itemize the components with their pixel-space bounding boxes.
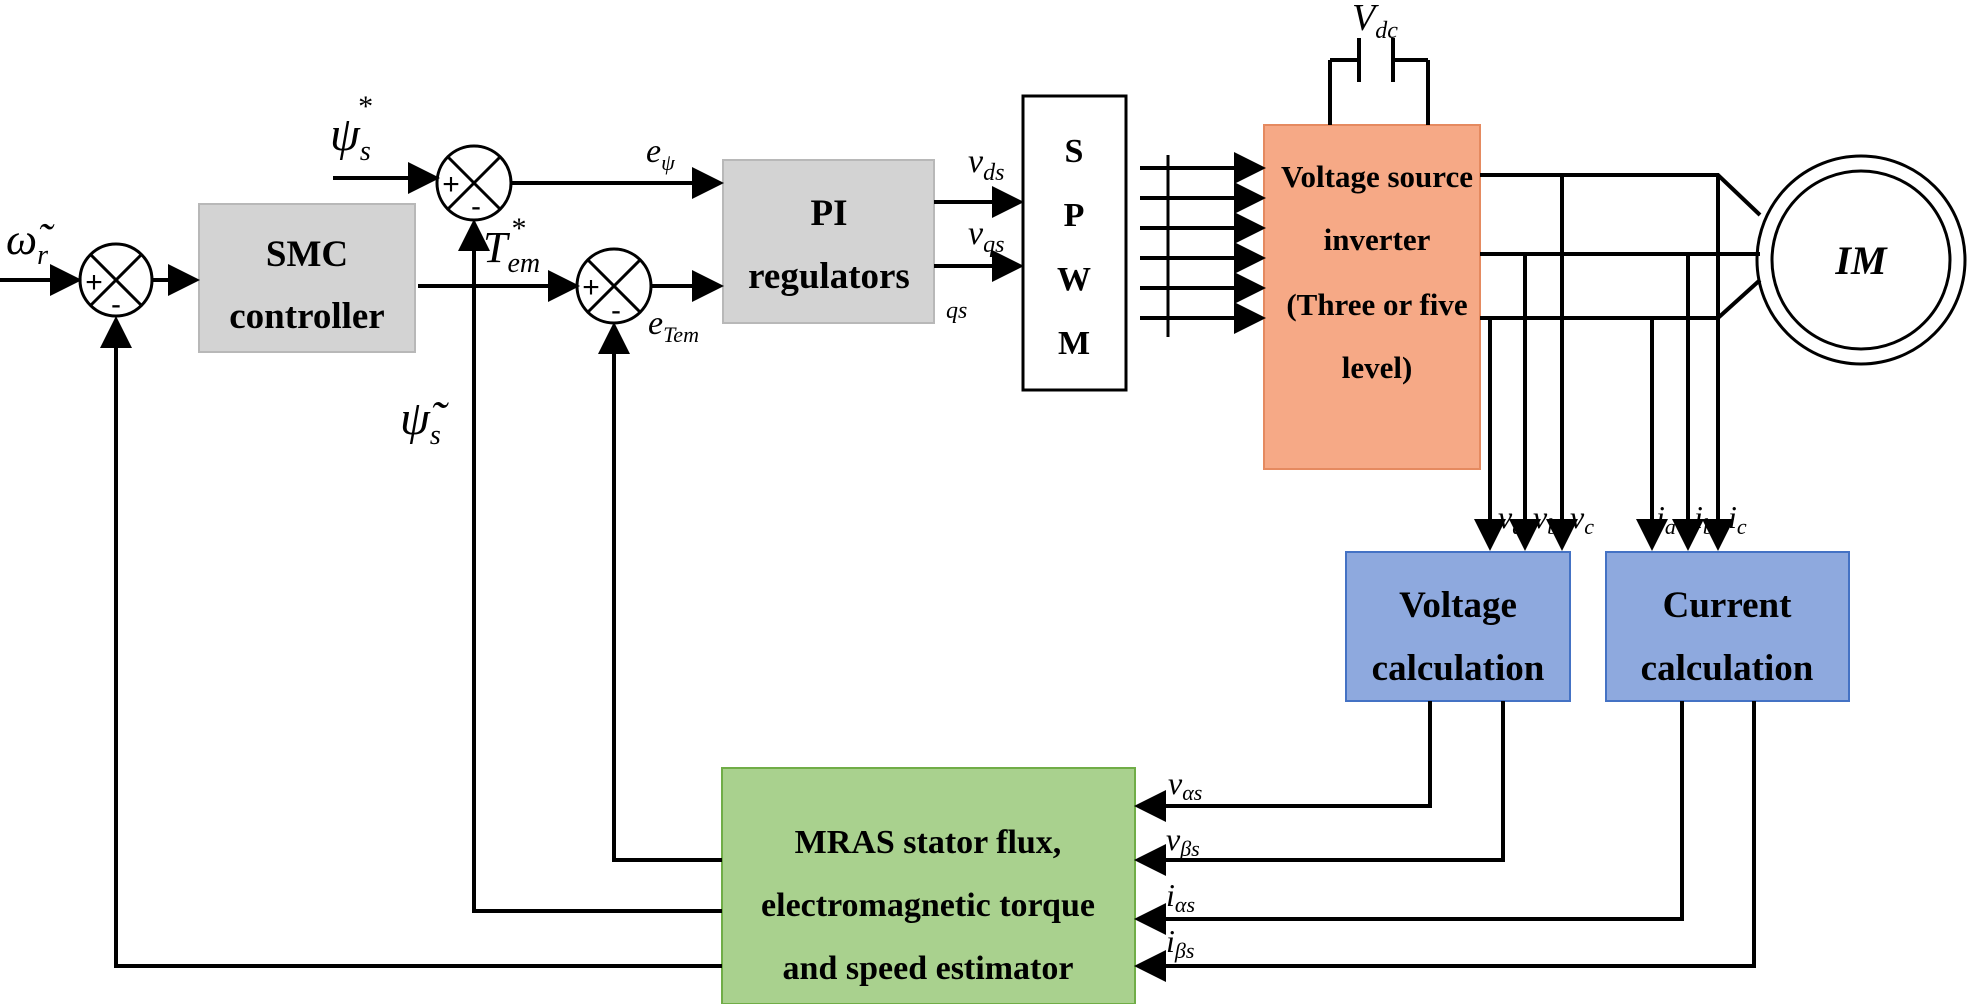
mras-estimator-block bbox=[721, 767, 1136, 1004]
inverter-label-line2: inverter bbox=[1324, 222, 1431, 257]
inverter-label-line4: level) bbox=[1342, 350, 1413, 385]
speed-reference-label: ω̃r bbox=[6, 215, 55, 271]
voltage-calc-line1: Voltage bbox=[1399, 585, 1517, 626]
current-calc-line2: calculation bbox=[1641, 648, 1814, 689]
vc-label: vc bbox=[1570, 499, 1594, 539]
vb-label: vb bbox=[1533, 499, 1558, 539]
speed-sum-plus: + bbox=[85, 266, 103, 299]
qs-label: qs bbox=[946, 298, 967, 324]
flux-sum-plus: + bbox=[442, 168, 460, 201]
flux-error-label: eψ bbox=[646, 133, 675, 175]
current-calc-line1: Current bbox=[1663, 585, 1792, 626]
current-calculation-block bbox=[1605, 551, 1850, 702]
signal-wires bbox=[0, 38, 1762, 982]
smc-controller-block bbox=[198, 203, 416, 353]
i-beta-label: iβs bbox=[1166, 923, 1194, 963]
v-alpha-label: vαs bbox=[1168, 765, 1202, 805]
induction-motor-inner-ring bbox=[1770, 169, 1952, 351]
inverter-block bbox=[1263, 124, 1481, 470]
ib-label: ib bbox=[1694, 499, 1714, 539]
ic-label: ic bbox=[1728, 499, 1747, 539]
inverter-label-line3: (Three or five bbox=[1286, 287, 1467, 322]
estimated-flux-label: ψ̃s bbox=[400, 392, 449, 451]
va-label: va bbox=[1498, 499, 1523, 539]
i-alpha-label: iαs bbox=[1166, 877, 1195, 917]
spwm-block bbox=[1021, 94, 1128, 392]
vqs-label: vqs bbox=[968, 215, 1004, 258]
pi-label-line2: regulators bbox=[748, 256, 910, 297]
voltage-calc-line2: calculation bbox=[1372, 648, 1545, 689]
estimator-line1: MRAS stator flux, bbox=[795, 824, 1062, 861]
smc-label-line2: controller bbox=[229, 296, 384, 337]
dc-link-voltage-label: Vdc bbox=[1352, 0, 1398, 44]
flux-summing-junction: + - bbox=[435, 144, 513, 223]
flux-sum-minus: - bbox=[471, 190, 481, 223]
torque-summing-junction: + - bbox=[575, 247, 653, 327]
estimator-line2: electromagnetic torque bbox=[761, 887, 1095, 924]
spwm-letter-p: P bbox=[1064, 197, 1085, 234]
spwm-letter-w: W bbox=[1057, 261, 1091, 298]
speed-summing-junction: + - bbox=[78, 242, 154, 321]
v-beta-label: vβs bbox=[1166, 821, 1200, 861]
torque-reference-label: Tem* bbox=[483, 212, 540, 279]
spwm-letter-s: S bbox=[1065, 133, 1084, 170]
vds-label: vds bbox=[968, 143, 1004, 186]
inverter-label-line1: Voltage source bbox=[1281, 159, 1473, 194]
torque-sum-minus: - bbox=[611, 294, 621, 327]
spwm-letter-m: M bbox=[1058, 325, 1090, 362]
pi-label-line1: PI bbox=[811, 193, 848, 234]
ia-label: ia bbox=[1656, 499, 1676, 539]
smc-label-line1: SMC bbox=[266, 234, 348, 275]
flux-reference-label: ψs* bbox=[330, 90, 372, 167]
speed-sum-minus: - bbox=[111, 288, 121, 321]
motor-label: IM bbox=[1834, 238, 1888, 283]
torque-sum-plus: + bbox=[582, 271, 600, 304]
torque-error-label: eTem bbox=[648, 305, 699, 347]
pi-regulators-block bbox=[722, 159, 935, 324]
voltage-calculation-block bbox=[1345, 551, 1571, 702]
estimator-line3: and speed estimator bbox=[783, 950, 1074, 987]
